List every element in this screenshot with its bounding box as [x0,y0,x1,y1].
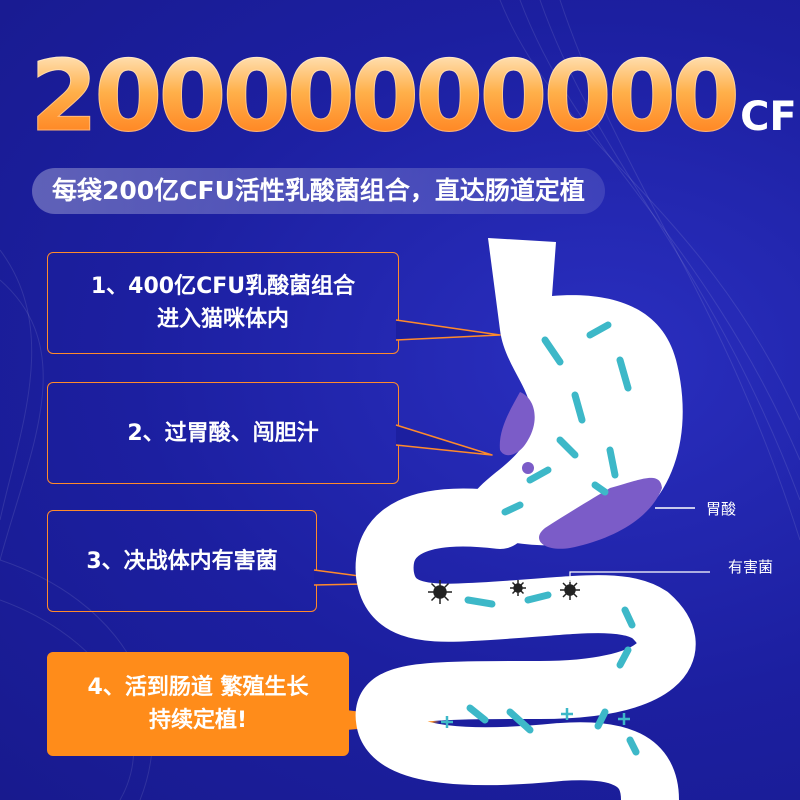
headline: 20000000000 CFU [29,40,800,154]
bacteria-leader-line [569,571,710,582]
intestine-shape [355,488,696,800]
step-3-line-1: 3、决战体内有害菌 [86,548,278,574]
cfu-unit: CFU [740,94,800,140]
stomach-acid [499,392,662,549]
step-2-line-1: 2、过胃酸、闯胆汁 [127,420,319,446]
cfu-count: 20000000000 [29,40,740,154]
plus-signs [441,708,630,728]
label-harmful-bacteria: 有害菌 [728,558,774,576]
step-2-box: 2、过胃酸、闯胆汁 [47,382,399,484]
harmful-bacteria-icons [428,580,580,604]
step-4-line-2: 持续定植! [148,708,248,733]
step-1-box: 1、400亿CFU乳酸菌组合 进入猫咪体内 [47,252,399,354]
step-4-box: 4、活到肠道 繁殖生长 持续定植! [47,652,349,756]
step-3-box: 3、决战体内有害菌 [47,510,317,612]
label-stomach-acid: 胃酸 [706,500,737,518]
step-2-pointer [395,424,493,456]
step-1-line-1: 1、400亿CFU乳酸菌组合 [90,274,356,299]
step-1-line-2: 进入猫咪体内 [156,307,289,332]
step-4-line-1: 4、活到肠道 繁殖生长 [87,675,309,700]
probiotic-bacteria [464,321,640,756]
step-1-pointer [395,319,501,341]
subtitle-pill: 每袋200亿CFU活性乳酸菌组合，直达肠道定植 [32,168,605,214]
